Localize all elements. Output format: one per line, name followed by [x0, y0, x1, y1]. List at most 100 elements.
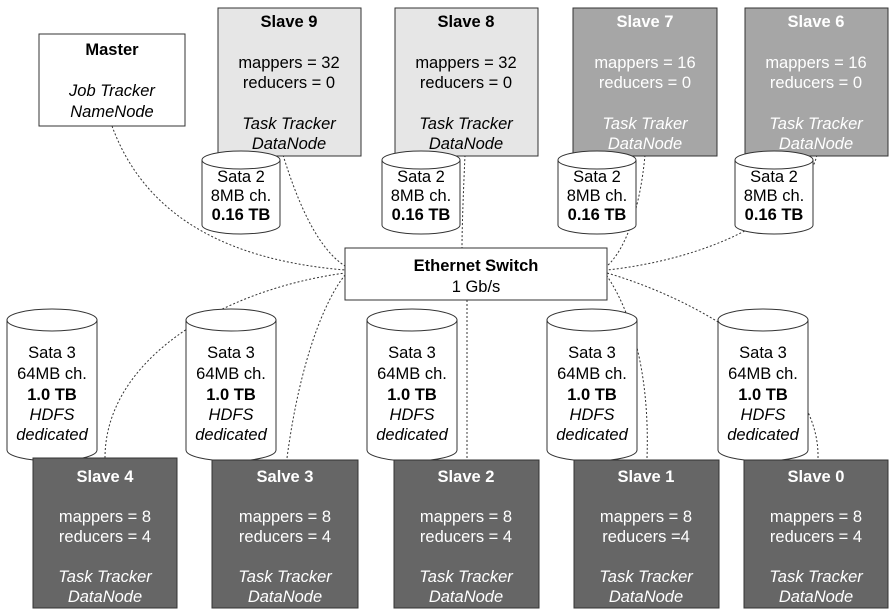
disk-type: Sata 3	[388, 344, 436, 362]
slave-box	[573, 459, 720, 609]
top-slave-9: Slave 9 mappers = 32 reducers = 0 Task T…	[217, 7, 362, 157]
slave-datanode: DataNode	[252, 135, 326, 153]
disk-type: Sata 2	[750, 168, 798, 186]
slave-title: Slave 4	[77, 468, 135, 486]
disk-dedicated: dedicated	[556, 426, 628, 444]
disk-type: Sata 3	[28, 344, 76, 362]
switch-box	[344, 247, 608, 301]
disk-type: Sata 3	[207, 344, 255, 362]
slave-title: Slave 1	[618, 468, 675, 486]
bottom-disk-slave-2: Sata 3 64MB ch. 1.0 TB HDFS dedicated	[366, 308, 458, 462]
master-namenode: NameNode	[70, 103, 153, 121]
slave-reducers: reducers =4	[602, 528, 690, 546]
slave-box	[32, 457, 178, 609]
slave-task-tracker: Task Tracker	[599, 568, 694, 586]
disk-size: 0.16 TB	[568, 206, 627, 224]
top-slave-6: Slave 6 mappers = 16 reducers = 0 Task T…	[744, 7, 889, 157]
slave-mappers: mappers = 32	[415, 54, 516, 72]
disk-top	[366, 308, 458, 332]
slave-box	[744, 7, 889, 157]
slave-reducers: reducers = 4	[59, 528, 151, 546]
disk-top	[717, 308, 809, 332]
disk-dedicated: dedicated	[195, 426, 267, 444]
disk-hdfs: HDFS	[741, 406, 786, 424]
bottom-slave-1: Slave 1 mappers = 8 reducers =4 Task Tra…	[573, 459, 720, 609]
top-disk-slave-8: Sata 2 8MB ch. 0.16 TB	[381, 150, 461, 235]
slave-title: Slave 7	[617, 13, 674, 31]
disk-type: Sata 2	[217, 168, 265, 186]
slave-reducers: reducers = 0	[243, 74, 335, 92]
top-disk-slave-9: Sata 2 8MB ch. 0.16 TB	[201, 150, 281, 235]
disk-body	[201, 160, 281, 235]
slave-task-tracker: Task Tracker	[238, 568, 333, 586]
disk-cache: 64MB ch.	[17, 365, 87, 383]
disk-top	[381, 150, 461, 170]
slave-title: Slave 0	[788, 468, 845, 486]
bottom-disk-slave-3: Sata 3 64MB ch. 1.0 TB HDFS dedicated	[185, 308, 277, 462]
link-slave-8	[461, 154, 466, 249]
slave-reducers: reducers = 4	[420, 528, 512, 546]
disk-body	[734, 160, 814, 235]
disk-cache: 64MB ch.	[728, 365, 798, 383]
disk-type: Sata 3	[568, 344, 616, 362]
slave-box	[217, 7, 362, 157]
top-slave-7: Slave 7 mappers = 16 reducers = 0 Task T…	[572, 7, 718, 157]
link-slave-0	[606, 272, 819, 459]
slave-datanode: DataNode	[609, 588, 683, 606]
slave-reducers: reducers = 4	[770, 528, 862, 546]
disk-top	[557, 150, 637, 170]
disk-size: 0.16 TB	[212, 206, 271, 224]
disk-body	[381, 160, 461, 235]
top-slave-8: Slave 8 mappers = 32 reducers = 0 Task T…	[394, 7, 539, 157]
slave-datanode: DataNode	[68, 588, 142, 606]
disk-size: 0.16 TB	[745, 206, 804, 224]
slave-title: Salve 3	[257, 468, 314, 486]
slave-datanode: DataNode	[429, 135, 503, 153]
disk-size: 0.16 TB	[392, 206, 451, 224]
slave-task-tracker: Task Tracker	[242, 115, 337, 133]
slave-datanode: DataNode	[429, 588, 503, 606]
slave-title: Slave 2	[438, 468, 495, 486]
bottom-slave-3: Salve 3 mappers = 8 reducers = 4 Task Tr…	[211, 459, 359, 609]
slave-mappers: mappers = 8	[770, 508, 862, 526]
disk-type: Sata 2	[397, 168, 445, 186]
master-title: Master	[85, 41, 139, 59]
link-slave-3	[286, 274, 346, 459]
disk-cache: 8MB ch.	[567, 187, 628, 205]
disk-size: 1.0 TB	[567, 386, 617, 404]
slave-box	[394, 7, 539, 157]
disk-hdfs: HDFS	[209, 406, 254, 424]
slave-mappers: mappers = 32	[238, 54, 339, 72]
slave-reducers: reducers = 0	[599, 74, 691, 92]
master-node: Master Job Tracker NameNode	[38, 33, 186, 127]
disk-cache: 64MB ch.	[377, 365, 447, 383]
disk-top	[6, 308, 98, 332]
top-disk-slave-6: Sata 2 8MB ch. 0.16 TB	[734, 150, 814, 235]
disk-size: 1.0 TB	[206, 386, 256, 404]
bottom-disk-slave-4: Sata 3 64MB ch. 1.0 TB HDFS dedicated	[6, 308, 98, 462]
slave-datanode: DataNode	[608, 135, 682, 153]
disk-dedicated: dedicated	[376, 426, 448, 444]
master-job-tracker: Job Tracker	[68, 82, 156, 100]
switch-title: Ethernet Switch	[414, 257, 539, 275]
slave-title: Slave 8	[438, 13, 495, 31]
slave-title: Slave 9	[261, 13, 318, 31]
slave-task-tracker: Task Traker	[602, 115, 689, 133]
slave-task-tracker: Task Tracker	[419, 115, 514, 133]
disk-cache: 64MB ch.	[196, 365, 266, 383]
link-slave-9	[282, 154, 346, 267]
switch-speed: 1 Gb/s	[452, 278, 501, 296]
link-slave-4	[104, 272, 346, 459]
slave-box	[393, 459, 540, 609]
disk-cache: 64MB ch.	[557, 365, 627, 383]
slave-reducers: reducers = 4	[239, 528, 331, 546]
disk-size: 1.0 TB	[27, 386, 77, 404]
slave-mappers: mappers = 8	[420, 508, 512, 526]
slave-mappers: mappers = 16	[765, 54, 866, 72]
slave-box	[211, 459, 359, 609]
disk-hdfs: HDFS	[570, 406, 615, 424]
bottom-disk-slave-1: Sata 3 64MB ch. 1.0 TB HDFS dedicated	[546, 308, 638, 462]
disk-hdfs: HDFS	[390, 406, 435, 424]
disk-cache: 8MB ch.	[744, 187, 805, 205]
slave-datanode: DataNode	[248, 588, 322, 606]
